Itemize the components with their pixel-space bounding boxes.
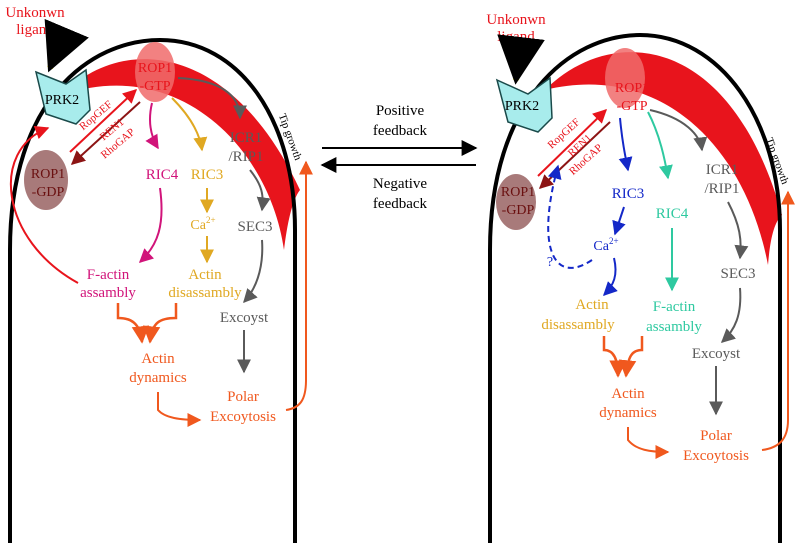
- left-actindis-line1: Actin: [188, 267, 222, 283]
- left-factin-line1: F-actin: [87, 267, 130, 283]
- left-prk2-receptor: [34, 68, 91, 125]
- right-sec3-label: SEC3: [720, 266, 755, 282]
- left-icr1-line1: ICR1: [230, 130, 263, 146]
- right-rop1-gtp-oval: [605, 48, 645, 108]
- left-polar-line2: Excoytosis: [210, 409, 276, 425]
- left-prk2-label: PRK2: [45, 93, 79, 108]
- left-ca-sup: 2+: [206, 215, 216, 225]
- negative-feedback-line1: Negative: [373, 176, 427, 192]
- right-ca-text: Ca: [593, 239, 609, 254]
- right-question-mark: ?: [547, 255, 553, 270]
- right-ric3-label: RIC3: [612, 186, 645, 202]
- left-ric4-label: RIC4: [146, 167, 179, 183]
- positive-feedback-line1: Positive: [376, 103, 425, 119]
- right-polar-line1: Polar: [700, 428, 732, 444]
- right-rop1-gtp-line1: ROP1: [615, 81, 649, 96]
- right-factin-line2: assambly: [646, 319, 702, 335]
- left-rop1-to-ric4-arrow: [145, 102, 159, 150]
- right-icr1-to-sec3-arrow: [727, 201, 749, 260]
- right-rop1-to-ric3-arrow: [618, 117, 633, 172]
- left-factin-line2: assambly: [80, 285, 136, 301]
- right-ca-sup: 2+: [609, 236, 619, 246]
- right-rop1-gdp-oval: [496, 174, 536, 230]
- left-icr1-to-sec3-arrow: [249, 169, 271, 212]
- right-factin-line1: F-actin: [653, 299, 696, 315]
- left-dynamics-line1: Actin: [141, 351, 175, 367]
- left-rop1-gdp-line1: ROP1: [31, 167, 65, 182]
- left-dynamics-line2: dynamics: [129, 370, 187, 386]
- left-ligand-line1: Unkonwn: [5, 5, 65, 21]
- right-sec3-to-exocyst-arrow: [720, 287, 742, 343]
- left-polar-line1: Polar: [227, 389, 259, 405]
- left-ric4-to-factin-arrow: [138, 187, 163, 263]
- left-cell-wall: [8, 37, 297, 543]
- left-rop1-gdp-line2: -GDP: [32, 185, 65, 200]
- left-ligand-arrow: [44, 18, 89, 73]
- right-ric4-label: RIC4: [656, 206, 689, 222]
- left-rop1-to-icr1-arrow: [177, 77, 247, 120]
- left-gap-arrow: [70, 101, 141, 165]
- left-icr1-line2: /RIP1: [228, 149, 263, 165]
- left-dynamics-to-polar-arrow: [157, 392, 202, 427]
- left-ca-label: Ca2+: [190, 215, 215, 233]
- left-rop1-to-ric3-arrow: [171, 97, 208, 152]
- right-factin-to-dynamics-arrow: [618, 336, 644, 378]
- right-exocyst-label: Excoyst: [692, 346, 741, 362]
- right-ca-label: Ca2+: [593, 236, 618, 254]
- right-polar-to-tipgrowth-arrow: [761, 190, 795, 451]
- right-dynamics-to-polar-arrow: [627, 427, 670, 459]
- left-ca-text: Ca: [190, 218, 206, 233]
- left-rop1-gtp-line1: ROP1: [138, 61, 172, 76]
- right-ligand-line1: Unkonwn: [486, 12, 546, 28]
- right-ca-feedback-dashed-arrow: [547, 164, 593, 269]
- right-ligand-arrow: [497, 34, 545, 85]
- left-ric3-label: RIC3: [191, 167, 224, 183]
- right-rop1-gtp-line2: -GTP: [616, 99, 647, 114]
- right-actindis-line1: Actin: [575, 297, 609, 313]
- right-actindis-line2: disassambly: [541, 317, 615, 333]
- right-red-crescent: [545, 52, 782, 265]
- right-dynamics-line2: dynamics: [599, 405, 657, 421]
- right-rop1-gdp-line1: ROP1: [501, 185, 535, 200]
- positive-feedback-line2: feedback: [373, 123, 428, 139]
- left-factin-feedback-arrow: [9, 125, 79, 284]
- right-ric3-to-ca-arrow: [612, 206, 626, 236]
- right-rop1-to-icr1-arrow: [649, 109, 708, 152]
- left-rop1-gdp-oval: [24, 150, 68, 210]
- right-cell-wall: [488, 32, 782, 543]
- negative-feedback-line2: feedback: [373, 196, 428, 212]
- left-sec3-label: SEC3: [237, 219, 272, 235]
- left-sec3-to-exocyst-arrow: [243, 239, 264, 304]
- right-ca-to-actindis-arrow: [603, 257, 618, 296]
- right-polar-line2: Excoytosis: [683, 448, 749, 464]
- right-dynamics-line1: Actin: [611, 386, 645, 402]
- right-ligand-line2: ligand: [497, 29, 535, 45]
- left-rop1-gtp-oval: [135, 42, 175, 102]
- left-factin-to-dynamics-arrow: [116, 303, 150, 344]
- left-ropgef-arrow: [69, 89, 138, 153]
- left-polar-to-tipgrowth-arrow: [285, 160, 313, 411]
- right-actindis-to-dynamics-arrow: [602, 336, 627, 378]
- left-actindis-to-dynamics-arrow: [142, 303, 178, 344]
- left-rop1-gtp-line2: -GTP: [139, 79, 170, 94]
- right-panel: PRK2 Unkonwn ligand ROP1 -GTP ROP1 -GDP …: [486, 12, 795, 543]
- right-icr1-line1: ICR1: [706, 162, 739, 178]
- left-actindis-line2: disassambly: [168, 285, 242, 301]
- left-exocyst-label: Excoyst: [220, 310, 269, 326]
- right-prk2-label: PRK2: [505, 99, 539, 114]
- right-prk2-receptor: [495, 76, 553, 133]
- left-panel: PRK2 Unkonwn ligand ROP1 -GTP ROP1 -GDP …: [5, 5, 313, 543]
- right-icr1-line2: /RIP1: [704, 181, 739, 197]
- right-rop1-to-ric4-arrow: [647, 111, 673, 180]
- center-feedback: Positive feedback Negative feedback: [320, 103, 478, 212]
- left-ligand-line2: ligand: [16, 22, 54, 38]
- right-rop1-gdp-line2: -GDP: [502, 203, 535, 218]
